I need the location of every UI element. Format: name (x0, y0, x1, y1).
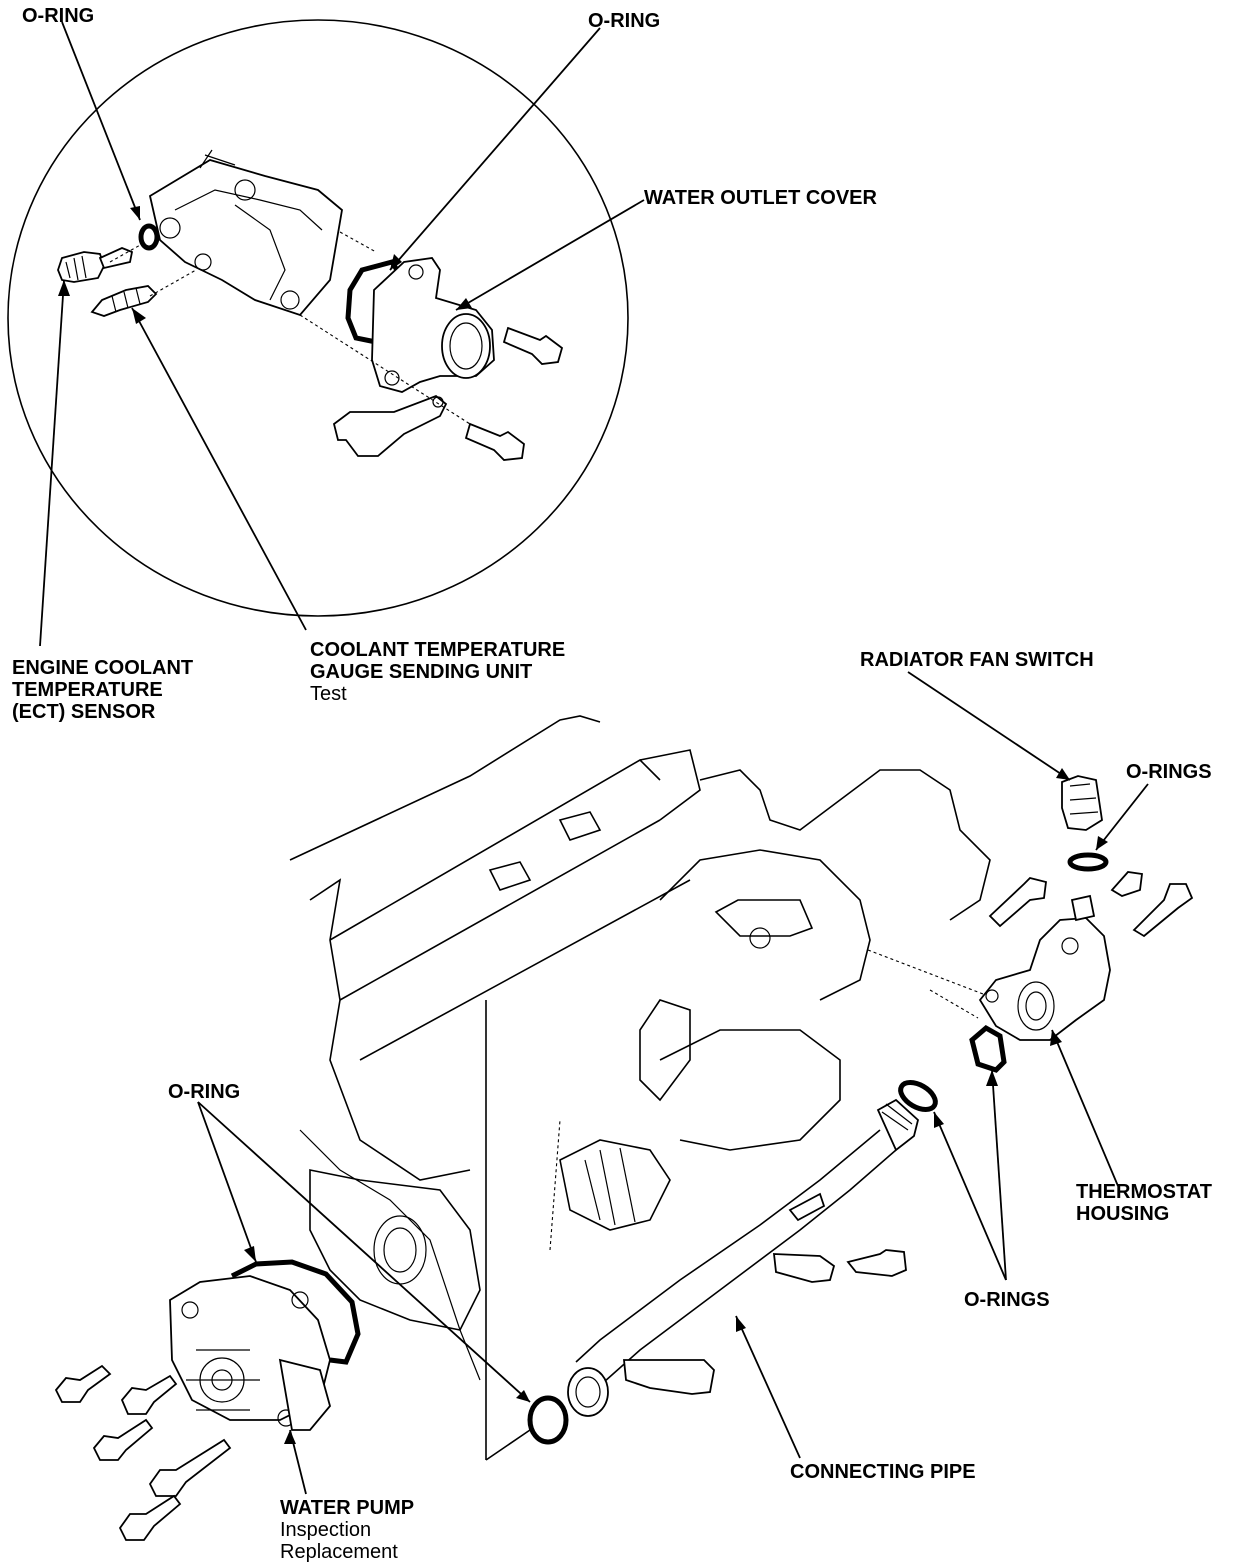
thermostat-housing-group (969, 775, 1194, 1073)
oring-ect (138, 223, 160, 251)
label-water-pump: WATER PUMP (280, 1497, 415, 1519)
oring-thermostat (969, 1024, 1007, 1073)
pump-bolt-1 (54, 1364, 112, 1403)
label-oring-top-center: O-RING (588, 10, 661, 32)
oring-fan-switch (1067, 852, 1109, 872)
pump-bolt-2 (120, 1374, 178, 1415)
pump-bolt-5 (118, 1494, 182, 1541)
label-ect-line2: TEMPERATURE (12, 679, 163, 701)
temp-sensor-small (1110, 871, 1144, 897)
label-orings-mid: O-RINGS (964, 1289, 1050, 1311)
thermostat-housing-part (978, 917, 1111, 1041)
bolt-th-2 (1132, 883, 1194, 938)
label-ect-line3: (ECT) SENSOR (12, 701, 156, 723)
label-thermostat-line1: THERMOSTAT (1076, 1181, 1212, 1203)
pump-bolt-3 (92, 1418, 154, 1461)
label-thermostat-line2: HOUSING (1076, 1203, 1170, 1225)
bolt-outlet-1 (502, 326, 564, 365)
water-pump-part (54, 1259, 361, 1541)
engine-assembly (289, 715, 1005, 1461)
pump-bolt-4 (148, 1438, 232, 1497)
label-wp-replacement: Replacement (280, 1541, 398, 1563)
label-ctg-test: Test (310, 683, 347, 705)
bolt-outlet-2 (464, 422, 525, 461)
oring-water-pump (230, 1259, 361, 1365)
water-outlet-housing (148, 159, 343, 317)
label-orings-right: O-RINGS (1126, 761, 1212, 783)
label-oring-left: O-RING (168, 1081, 241, 1103)
label-ect-line1: ENGINE COOLANT (12, 657, 194, 679)
water-outlet-cover-part (371, 257, 495, 393)
ect-sensor (57, 247, 134, 283)
label-water-outlet-cover: WATER OUTLET COVER (644, 187, 877, 209)
label-oring-top-left: O-RING (22, 5, 95, 27)
label-ctg-line1: COOLANT TEMPERATURE (310, 639, 566, 661)
connecting-pipe-part (527, 1080, 938, 1445)
label-radiator-fan-switch: RADIATOR FAN SWITCH (860, 649, 1094, 671)
detail-circle-view (7, 19, 629, 617)
bracket (332, 394, 448, 457)
label-wp-inspection: Inspection (280, 1519, 372, 1541)
radiator-fan-switch-part (1061, 775, 1103, 831)
leader-lines (39, 21, 1149, 1495)
bolt-th-1 (988, 877, 1047, 928)
coolant-temp-sending-unit (90, 285, 158, 317)
label-ctg-line2: GAUGE SENDING UNIT (310, 661, 533, 683)
bolt-pipe (846, 1249, 907, 1277)
oring-pipe-top (898, 1080, 938, 1112)
oring-pipe-bottom (527, 1395, 569, 1445)
label-connecting-pipe: CONNECTING PIPE (790, 1461, 976, 1483)
